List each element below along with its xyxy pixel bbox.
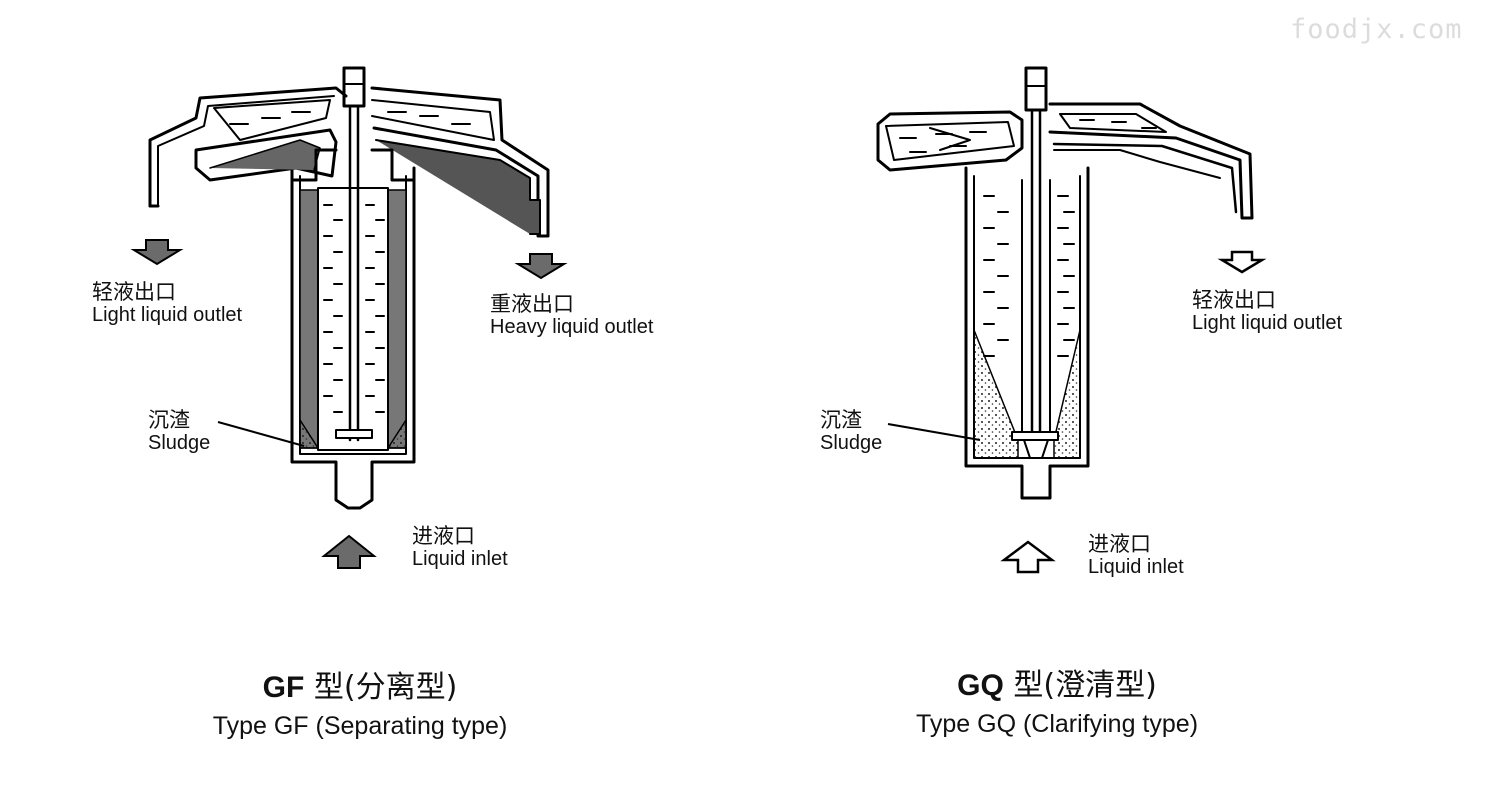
- gq-title-en: Type GQ (Clarifying type): [915, 710, 1199, 738]
- gq-sludge: [973, 329, 1019, 459]
- gq-sludge-leader: [887, 423, 981, 441]
- gq-sludge-label: 沉渣 Sludge: [820, 408, 882, 455]
- gq-inlet-label: 进液口 Liquid inlet: [1088, 532, 1184, 579]
- gf-heavy-outlet-zh: 重液出口: [490, 292, 574, 316]
- gf-heavy-outlet-arrow: [514, 253, 568, 280]
- gf-title-en: Type GF (Separating type): [212, 712, 508, 740]
- gf-heavy-outlet-en: Heavy liquid outlet: [490, 316, 654, 339]
- gf-light-outlet-en: Light liquid outlet: [92, 304, 243, 327]
- gf-spindle: [342, 66, 366, 108]
- gf-inlet-label: 进液口 Liquid inlet: [412, 524, 508, 571]
- gq-inlet-en: Liquid inlet: [1088, 556, 1184, 579]
- gq-inlet-arrow: [1000, 540, 1056, 574]
- gf-sludge-en: Sludge: [148, 432, 211, 455]
- gq-light-outlet-en: Light liquid outlet: [1192, 312, 1343, 335]
- gf-light-outlet-zh: 轻液出口: [92, 280, 176, 304]
- gq-centrifuge: [876, 66, 1254, 500]
- gq-sludge-zh: 沉渣: [820, 408, 862, 432]
- gf-inlet-zh: 进液口: [412, 524, 475, 548]
- gf-drum: [317, 187, 389, 451]
- gf-title: GF 型(分离型) Type GF (Separating type): [160, 662, 560, 741]
- gf-heavy-outlet-label: 重液出口 Heavy liquid outlet: [490, 292, 653, 339]
- gq-title-type: 型(澄清型): [1013, 668, 1157, 703]
- gq-spindle: [1024, 66, 1048, 112]
- gq-casing: [964, 166, 1090, 500]
- gf-light-outlet-label: 轻液出口 Light liquid outlet: [92, 280, 242, 327]
- gq-light-outlet-zh: 轻液出口: [1192, 288, 1276, 312]
- gf-title-code: GF: [262, 671, 305, 704]
- gq-title-zh: GQ 型(澄清型): [857, 660, 1257, 704]
- gf-light-outlet-arrow: [130, 239, 184, 266]
- gf-heavy-liquid-left: [299, 189, 319, 449]
- gf-casing: [290, 166, 416, 510]
- gq-light-outlet-arrow: [1217, 250, 1267, 274]
- gf-inlet-arrow: [321, 534, 377, 569]
- gf-heavy-liquid-right: [387, 189, 407, 449]
- gq-inlet-zh: 进液口: [1088, 532, 1151, 556]
- gf-sludge-leader: [217, 421, 305, 447]
- gf-top-cover-left: [148, 86, 348, 208]
- gf-inlet-en: Liquid inlet: [412, 548, 508, 571]
- gf-top-cover-right: [370, 86, 550, 238]
- gf-sludge: [299, 419, 319, 449]
- gf-sludge-zh: 沉渣: [148, 408, 190, 432]
- gq-top-cover-left: [876, 110, 1024, 172]
- gf-title-zh: GF 型(分离型): [160, 662, 560, 706]
- gq-title: GQ 型(澄清型) Type GQ (Clarifying type): [857, 660, 1257, 739]
- gq-sludge-en: Sludge: [820, 432, 883, 455]
- gf-centrifuge: [148, 66, 550, 510]
- watermark: foodjx.com: [1290, 14, 1463, 45]
- gf-sludge-label: 沉渣 Sludge: [148, 408, 210, 455]
- gq-light-outlet-label: 轻液出口 Light liquid outlet: [1192, 288, 1342, 335]
- gf-title-type: 型(分离型): [313, 670, 458, 705]
- gq-top-cover-right: [1048, 102, 1254, 220]
- gq-title-code: GQ: [957, 669, 1004, 702]
